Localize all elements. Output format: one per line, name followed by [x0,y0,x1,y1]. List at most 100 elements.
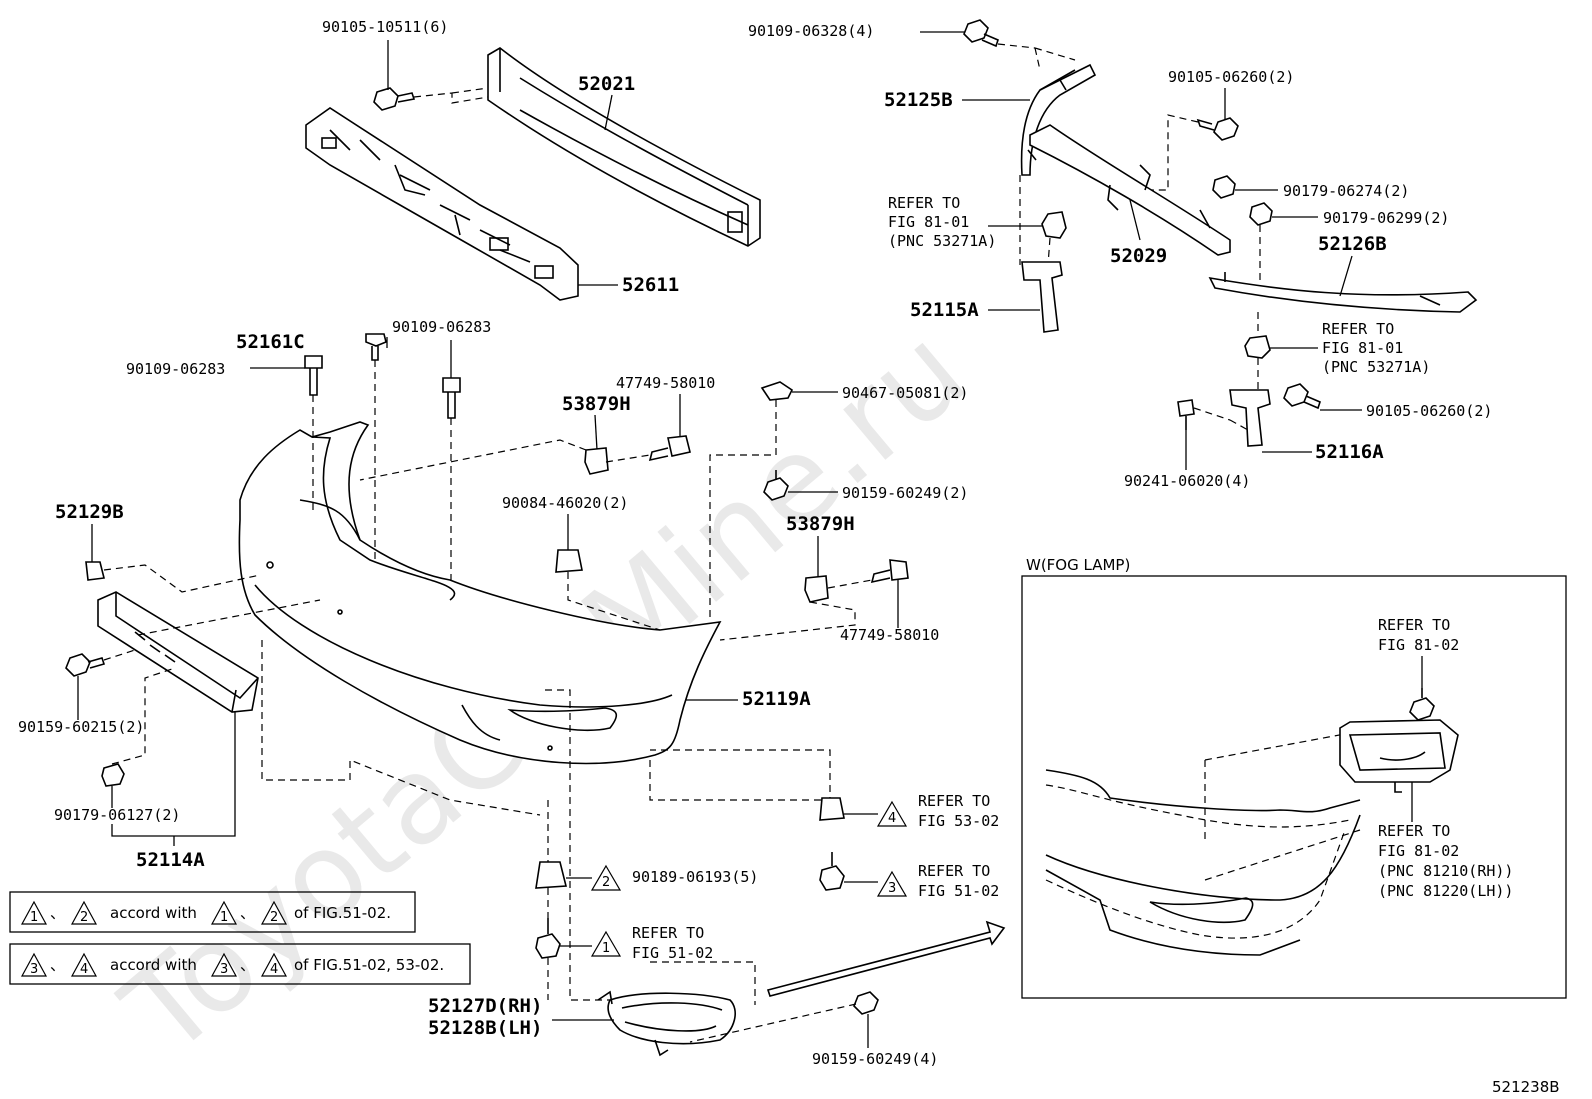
bolt-90105-06260-right[interactable] [1283,383,1321,410]
bolt-90159-60215[interactable] [65,653,106,677]
ref-line: REFER TO [918,862,990,880]
bumper-cover-52119A[interactable] [238,421,722,765]
retainer-52126B[interactable] [1208,272,1478,313]
ref-line: FIG 51-02 [918,882,999,900]
ref-line: FIG 81-02 [1378,842,1459,860]
clip-53271A-b[interactable] [1244,335,1271,359]
label-53879H-b: 53879H [786,513,855,535]
bolt-90105-10511[interactable] [373,40,416,111]
label-52128B: 52128B(LH) [428,1017,542,1039]
bolt-90159-60249-a[interactable] [763,470,789,501]
ref-line: FIG 81-01 [888,213,969,231]
ref-line: FIG 81-02 [1378,636,1459,654]
ref-line: FIG 51-02 [632,944,713,962]
label-52021: 52021 [578,73,635,95]
triangle-number: 1 [602,941,610,956]
legend-text: of FIG.51-02, 53-02. [294,956,444,974]
ref-fig53-02[interactable]: REFER TO FIG 53-02 [918,792,999,830]
clip-53271A-a[interactable] [1041,211,1067,239]
legend-tri: 1 [220,910,228,925]
legend-tri: 2 [270,910,278,925]
retainer-52125B[interactable] [1020,63,1097,176]
ref-fig81-01-a[interactable]: REFER TO FIG 81-01 (PNC 53271A) [888,194,996,250]
label-90109-06283-a: 90109-06283 [392,318,491,336]
legend-box-2: 3 、 4 accord with 3 、 4 of FIG.51-02, 53… [9,943,471,985]
label-90179-06299: 90179-06299(2) [1323,209,1449,227]
ref-line: FIG 81-01 [1322,339,1403,357]
clip-52161C[interactable] [365,333,387,361]
plate-52129B[interactable] [85,561,105,581]
pin-90241-06020[interactable] [1177,399,1195,430]
label-90189-06193: 90189-06193(5) [632,868,758,886]
label-52114A: 52114A [136,849,205,871]
retainer-47749-58010-a[interactable] [648,435,691,462]
triangle-1-icon [590,930,622,957]
fog-bezel-52127D-52128B[interactable] [597,990,736,1057]
triangle-number: 4 [888,811,896,826]
legend-sep: 、 [50,904,65,922]
legend-text: accord with [110,956,197,974]
legend-text: of FIG.51-02. [294,904,391,922]
label-52127D: 52127D(RH) [428,995,542,1017]
ref-fig81-02-top[interactable]: REFER TO FIG 81-02 [1378,616,1459,654]
screw-90109-06283-left[interactable] [304,355,323,396]
legend-tri: 4 [80,962,88,977]
legend-tri: 2 [80,910,88,925]
bracket-52116A[interactable] [1229,389,1271,447]
clip-53879H-a[interactable] [584,447,609,475]
label-52161C: 52161C [236,331,305,353]
label-52125B: 52125B [884,89,953,111]
ref-fig81-01-b[interactable]: REFER TO FIG 81-01 (PNC 53271A) [1322,320,1430,376]
legend-text: accord with [110,904,197,922]
license-bracket-52114A[interactable] [97,591,259,713]
label-90159-60249-b: 90159-60249(4) [812,1050,938,1068]
triangle-2-icon [590,864,622,891]
label-90105-06260-top: 90105-06260(2) [1168,68,1294,86]
label-90159-60215: 90159-60215(2) [18,718,144,736]
legend-tri: 1 [30,910,38,925]
ref-fig81-02-bottom[interactable]: REFER TO FIG 81-02 (PNC 81210(RH)) (PNC … [1378,822,1513,900]
label-90241-06020: 90241-06020(4) [1124,472,1250,490]
ref-fig51-02-a[interactable]: REFER TO FIG 51-02 [918,862,999,900]
clip-90467-05081[interactable] [760,381,794,401]
label-52116A: 52116A [1315,441,1384,463]
ref-line: (PNC 81220(LH)) [1378,882,1513,900]
clip-90189-06193[interactable] [535,861,568,889]
clip-triangle-4[interactable] [819,797,845,821]
nut-90179-06299[interactable] [1249,202,1273,226]
ref-fig51-02-b[interactable]: REFER TO FIG 51-02 [632,924,713,962]
screw-90109-06283-mid[interactable] [442,377,461,419]
nut-90179-06274[interactable] [1212,175,1236,199]
ref-line: FIG 53-02 [918,812,999,830]
ref-line: REFER TO [1378,616,1450,634]
label-47749-58010-b: 47749-58010 [840,626,939,644]
ref-line: REFER TO [1378,822,1450,840]
nut-90179-06127[interactable] [101,763,125,787]
label-90179-06274: 90179-06274(2) [1283,182,1409,200]
retainer-47749-58010-b[interactable] [870,559,909,584]
legend-tri: 4 [270,962,278,977]
bolt-90159-60249-b[interactable] [853,991,879,1015]
legend-tri: 3 [30,962,38,977]
screw-triangle-1[interactable] [535,918,561,959]
inset-fog-lamp: W(FOG LAMP) [1021,556,1567,999]
bolt-fog-lamp[interactable] [1409,688,1435,721]
bracket-52029[interactable] [1029,124,1231,256]
label-52115A: 52115A [910,299,979,321]
clip-53879H-b[interactable] [804,575,829,603]
ref-line: (PNC 53271A) [888,232,996,250]
screw-triangle-3[interactable] [819,852,845,891]
label-52119A: 52119A [742,688,811,710]
ref-line: REFER TO [1322,320,1394,338]
label-90084-46020: 90084-46020(2) [502,494,628,512]
bolt-90105-06260-top[interactable] [1196,117,1239,141]
bracket-52115A[interactable] [1021,261,1063,333]
fog-lamp-81210-81220[interactable] [1339,719,1459,793]
bolt-90109-06328[interactable] [963,19,999,48]
ref-line: REFER TO [632,924,704,942]
inset-title: W(FOG LAMP) [1026,556,1130,574]
bumper-energy-absorber-52611[interactable] [305,107,579,301]
label-90109-06283-b: 90109-06283 [126,360,225,378]
bumper-reinforcement-52021[interactable] [487,47,761,247]
clip-90084-46020[interactable] [555,549,583,573]
